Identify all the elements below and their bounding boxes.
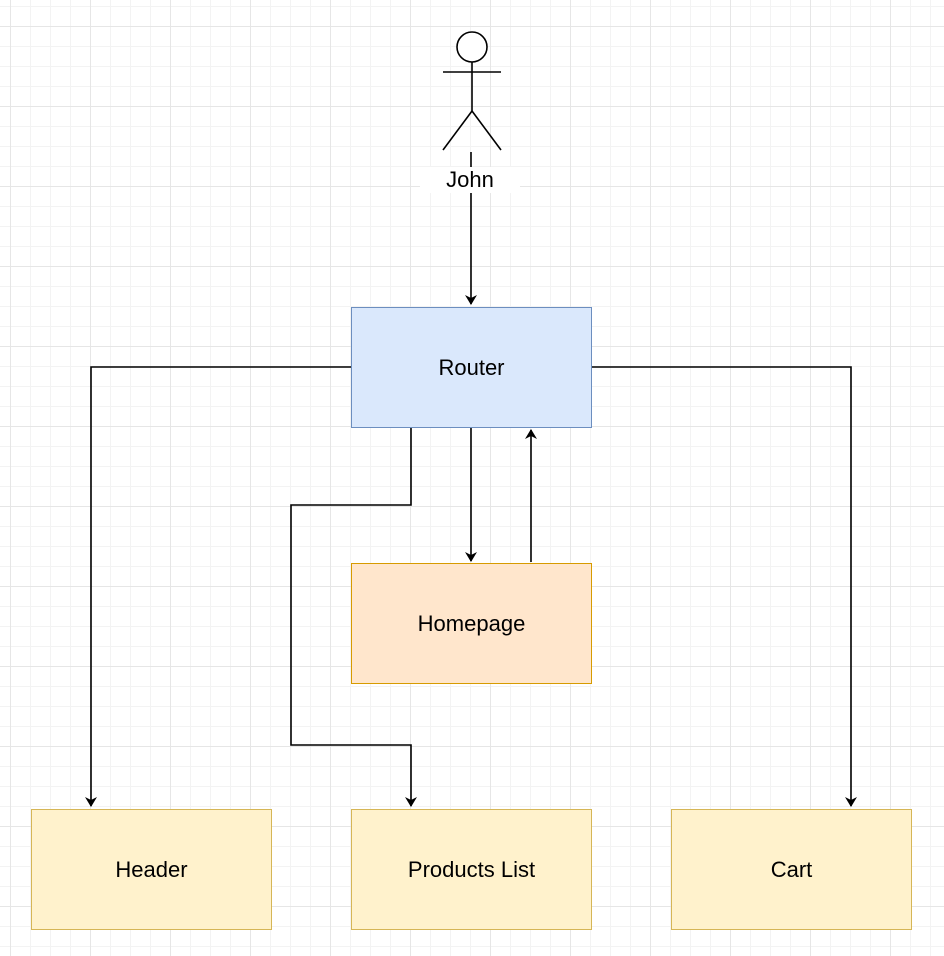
homepage-node[interactable]: Homepage <box>351 563 592 684</box>
header-node[interactable]: Header <box>31 809 272 930</box>
stick-figure-icon <box>442 31 502 151</box>
edge-router-to-cart <box>591 366 857 807</box>
products-list-node[interactable]: Products List <box>351 809 592 930</box>
edge-router-to-header <box>85 366 351 807</box>
cart-node[interactable]: Cart <box>671 809 912 930</box>
router-node[interactable]: Router <box>351 307 592 428</box>
actor-label: John <box>420 167 520 193</box>
edge-router-to-products-list <box>290 428 417 807</box>
